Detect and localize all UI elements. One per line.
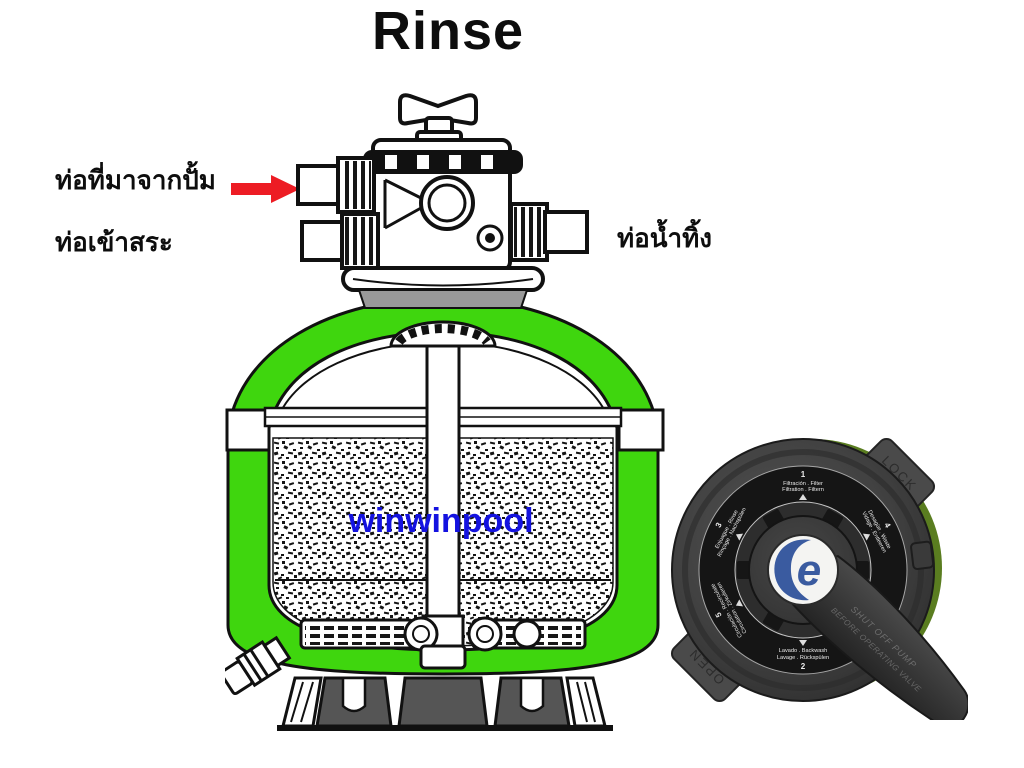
dial-position-1: 1 Filtración . Filter Filtration . Filte… [782, 470, 824, 500]
t-handle [398, 93, 478, 144]
label-pipe-from-pump: ท่อที่มาจากปั้ม [55, 166, 216, 196]
svg-text:1: 1 [801, 470, 806, 479]
svg-text:3: 3 [714, 521, 724, 530]
label-pipe-to-pool: ท่อเข้าสระ [55, 228, 173, 258]
standpipe [425, 344, 461, 628]
svg-text:Lavage . Rückspülen: Lavage . Rückspülen [777, 655, 829, 661]
valve-flange [341, 266, 545, 292]
pool-union [300, 212, 380, 270]
multiport-valve-photo: LOCK OPEN 1 Filtración . Filter Filtrati… [670, 437, 968, 720]
multiport-valve-drawing [296, 93, 589, 309]
valve-handle: SHUT OFF PUMP BEFORE OPERATING VALVE [791, 554, 968, 720]
drain-fitting [225, 635, 292, 696]
valve-clamp [363, 150, 523, 174]
waste-union [509, 202, 589, 262]
logo-letter: e [797, 546, 821, 595]
tank-flange-lug-right [617, 408, 665, 452]
dial-position-2: Lavado . Backwash Lavage . Rückspülen 2 [777, 640, 829, 671]
page-title: Rinse [371, 1, 525, 61]
stop-knob [910, 540, 935, 571]
svg-text:2: 2 [801, 662, 806, 671]
svg-text:4: 4 [882, 521, 892, 530]
filter-base [277, 676, 613, 731]
sand-filter-diagram: winwinpool [225, 93, 665, 731]
svg-text:Filtration . Filtern: Filtration . Filtern [782, 487, 824, 493]
svg-text:5: 5 [713, 610, 723, 619]
emaux-logo: e [767, 534, 839, 606]
red-arrow-icon [231, 175, 300, 203]
tank-collar [357, 289, 529, 309]
svg-text:Filtración . Filter: Filtración . Filter [783, 481, 823, 487]
svg-text:Lavado . Backwash: Lavado . Backwash [779, 648, 828, 654]
diffuser [389, 320, 497, 348]
pump-union [296, 156, 376, 214]
watermark-text: winwinpool [347, 502, 533, 540]
label-pipe-waste: ท่อน้ำทิ้ง [617, 224, 712, 254]
lateral-assembly [299, 614, 587, 670]
